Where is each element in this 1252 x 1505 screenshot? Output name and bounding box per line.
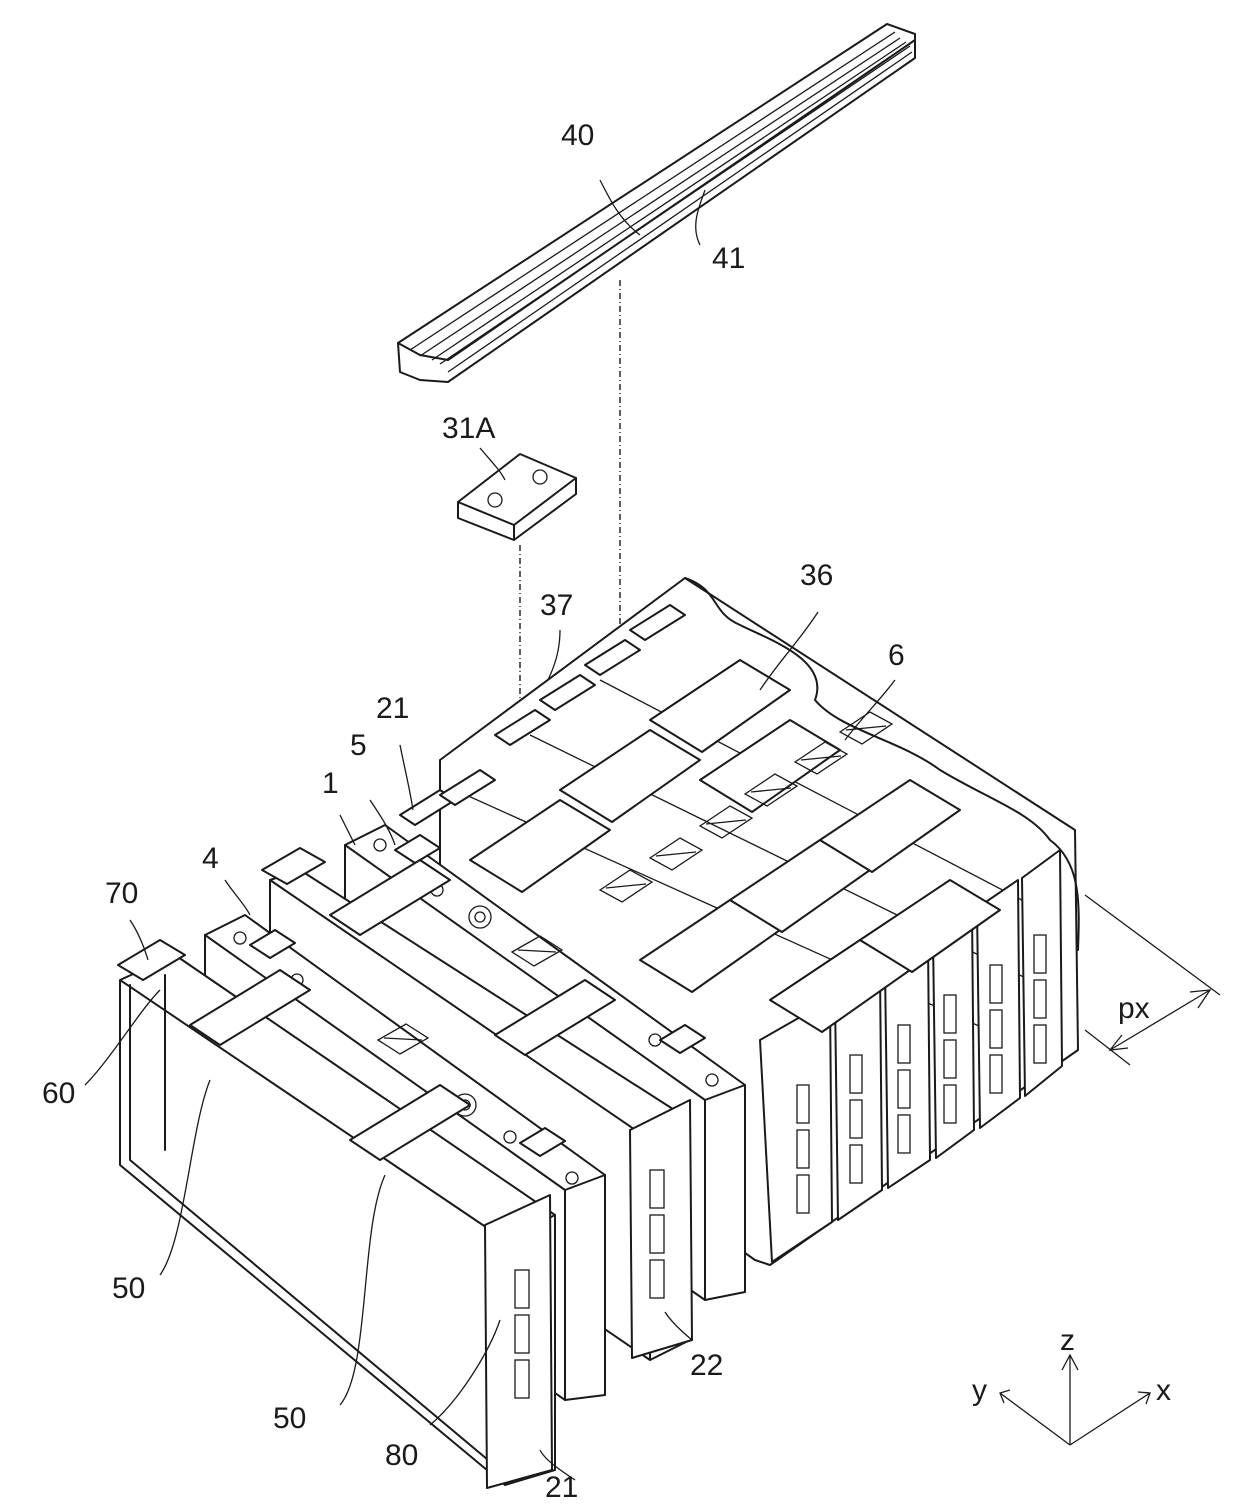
label-50-left: 50	[112, 1272, 145, 1305]
axis-z-label: z	[1060, 1324, 1075, 1357]
label-1: 1	[322, 767, 339, 800]
pitch-dimension	[1085, 895, 1220, 1065]
label-21-bottom: 21	[545, 1471, 578, 1504]
label-50-right: 50	[273, 1402, 306, 1435]
label-6: 6	[888, 639, 905, 672]
connector-block-31a	[458, 454, 576, 540]
label-36: 36	[800, 559, 833, 592]
label-40: 40	[561, 119, 594, 152]
axis-y-label: y	[972, 1374, 987, 1407]
label-60: 60	[42, 1077, 75, 1110]
label-5: 5	[350, 729, 367, 762]
label-80: 80	[385, 1439, 418, 1472]
label-22: 22	[690, 1349, 723, 1382]
label-37: 37	[540, 589, 573, 622]
axis-x-label: x	[1156, 1374, 1171, 1407]
label-21-top: 21	[376, 692, 409, 725]
busbar-strip	[398, 24, 915, 382]
coordinate-axes: z y x	[972, 1324, 1171, 1445]
label-41: 41	[712, 242, 745, 275]
label-70: 70	[105, 877, 138, 910]
label-px: px	[1118, 992, 1150, 1025]
label-31a: 31A	[442, 412, 495, 445]
label-4: 4	[202, 842, 219, 875]
